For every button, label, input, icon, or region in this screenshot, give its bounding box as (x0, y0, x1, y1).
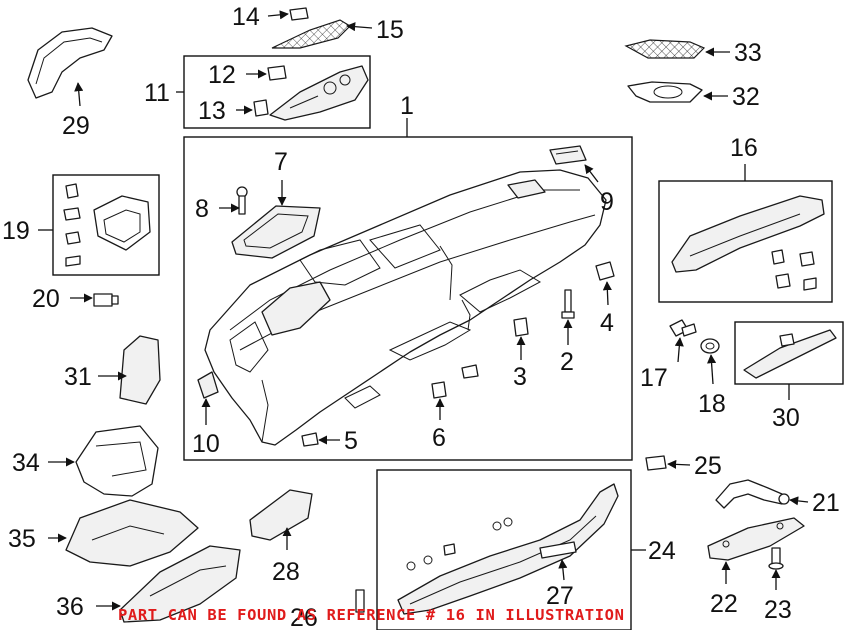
callout-7: 7 (274, 148, 288, 176)
callout-18: 18 (698, 390, 726, 418)
part-clip-13 (253, 99, 269, 117)
part-clip-3 (513, 317, 529, 337)
callout-1: 1 (400, 92, 414, 120)
part-clip-2 (561, 289, 575, 319)
callout-35: 35 (8, 525, 36, 553)
part-grommet-18 (700, 338, 720, 354)
part-lower-panel-36 (119, 545, 241, 623)
part-display-frame-7 (231, 205, 321, 259)
part-stud-23 (768, 547, 784, 570)
callout-33: 33 (734, 39, 762, 67)
part-clip-12 (267, 65, 287, 81)
part-cover-28 (249, 489, 313, 541)
leader-29 (74, 82, 84, 107)
group-box-dashboard (183, 136, 633, 461)
part-bracket-22 (707, 517, 805, 561)
callout-2: 2 (560, 348, 574, 376)
part-clip-4 (595, 261, 615, 281)
callout-22: 22 (710, 590, 738, 618)
callout-11: 11 (144, 79, 170, 107)
callout-21: 21 (812, 489, 840, 517)
callout-4: 4 (600, 309, 614, 337)
callout-14: 14 (232, 3, 260, 31)
callout-17: 17 (640, 364, 668, 392)
part-clip-14 (289, 7, 309, 21)
leader-9 (584, 164, 599, 183)
callout-labels: 1 2 3 4 5 6 7 8 9 10 11 12 13 14 15 16 1… (2, 3, 840, 630)
callout-8: 8 (195, 195, 209, 223)
callout-6: 6 (432, 424, 446, 452)
callout-12: 12 (208, 61, 236, 89)
part-bracket-34 (75, 425, 159, 497)
callout-28: 28 (272, 558, 300, 586)
callout-36: 36 (56, 593, 84, 621)
part-clip-6 (431, 364, 479, 399)
part-speaker-cover-32 (627, 81, 703, 103)
part-trim-strip-30 (743, 329, 837, 379)
leader-27 (558, 559, 568, 581)
part-harness-21 (715, 479, 790, 509)
part-screw-26 (355, 589, 365, 613)
leader-21 (789, 496, 809, 506)
callout-9: 9 (600, 188, 614, 216)
callout-13: 13 (198, 97, 226, 125)
part-clip-27 (539, 541, 577, 559)
leader-17 (674, 337, 684, 363)
leader-18 (707, 354, 717, 385)
callout-23: 23 (764, 596, 792, 624)
callout-25: 25 (694, 452, 722, 480)
callout-32: 32 (732, 83, 760, 111)
part-instrument-bezel-29 (27, 27, 113, 99)
leader-15 (346, 22, 373, 32)
part-screw-17 (669, 319, 697, 337)
callout-24: 24 (648, 537, 676, 565)
part-speaker-grille-15 (271, 19, 351, 49)
callout-30: 30 (772, 404, 800, 432)
callout-26: 26 (290, 604, 318, 630)
callout-16: 16 (730, 134, 758, 162)
part-vent-10 (197, 371, 219, 399)
part-lower-trim-35 (65, 499, 199, 567)
part-vent-panel-16 (671, 195, 825, 291)
callout-29: 29 (62, 112, 90, 140)
part-vent-9 (549, 145, 587, 165)
callout-19: 19 (2, 217, 30, 245)
part-grille-33 (624, 39, 706, 59)
part-vent-assembly-19 (63, 183, 151, 267)
callout-27: 27 (546, 582, 574, 610)
callout-3: 3 (513, 363, 527, 391)
part-clip-5 (301, 432, 319, 447)
part-trim-11 (269, 65, 369, 121)
leader-14 (267, 10, 289, 20)
part-lower-trim-24 (397, 483, 619, 615)
part-bolt-20 (93, 293, 119, 307)
callout-31: 31 (64, 363, 92, 391)
group-box-19 (52, 174, 160, 276)
dashboard-panel-part (204, 169, 607, 446)
leader-25 (667, 459, 691, 469)
part-side-cover-31 (119, 335, 161, 405)
callout-5: 5 (344, 427, 358, 455)
part-clip-25 (645, 455, 667, 471)
callout-15: 15 (376, 16, 404, 44)
part-screw-8 (236, 186, 248, 215)
callout-34: 34 (12, 449, 40, 477)
leader-4 (602, 281, 612, 306)
reference-note: PART CAN BE FOUND AS REFERENCE # 16 IN I… (118, 606, 625, 624)
callout-10: 10 (192, 430, 220, 458)
callout-20: 20 (32, 285, 60, 313)
